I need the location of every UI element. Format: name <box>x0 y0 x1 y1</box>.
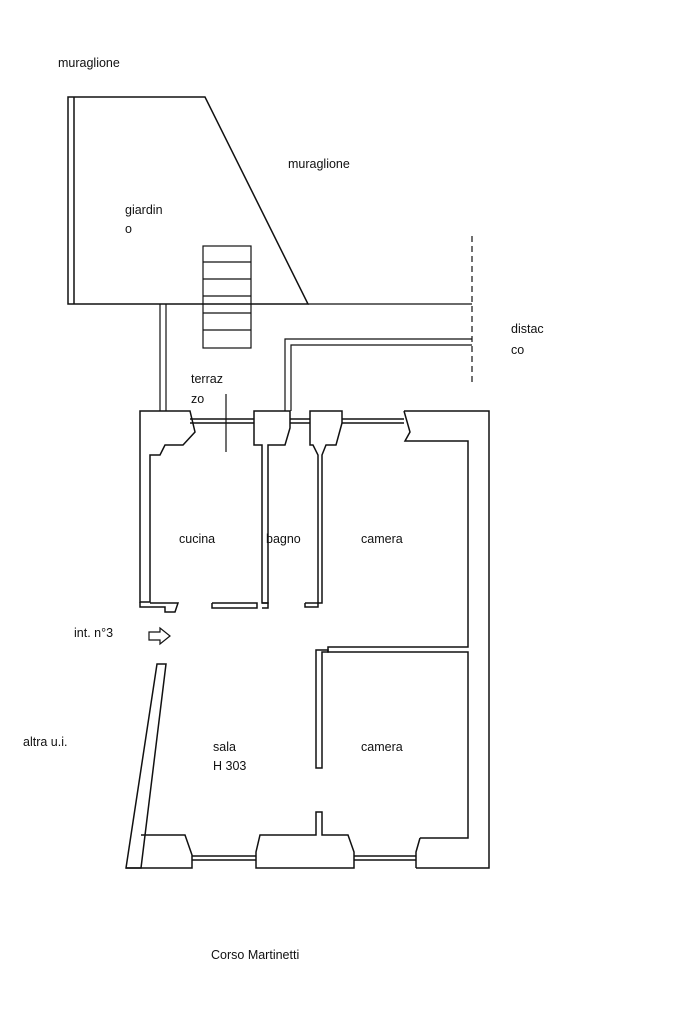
entrance-arrow-icon <box>148 626 171 646</box>
garden-area <box>67 96 310 305</box>
label-entrance: int. n°3 <box>74 626 113 640</box>
label-cucina: cucina <box>179 532 215 546</box>
label-camera-bottom: camera <box>361 740 403 754</box>
garden-stairs <box>202 245 252 349</box>
boundary-lines <box>284 236 473 411</box>
label-terrazzo-line2: zo <box>191 392 204 406</box>
label-sala-line2: H 303 <box>213 759 246 773</box>
label-camera-top: camera <box>361 532 403 546</box>
label-other-unit: altra u.i. <box>23 735 67 749</box>
label-giardino-line1: giardin <box>125 203 163 217</box>
label-distacco-line2: co <box>511 343 524 357</box>
label-street: Corso Martinetti <box>211 948 299 962</box>
label-muraglione-right: muraglione <box>288 157 350 171</box>
label-giardino-line2: o <box>125 222 132 236</box>
apartment-walls <box>125 410 490 869</box>
label-bagno: bagno <box>266 532 301 546</box>
label-terrazzo-line1: terraz <box>191 372 223 386</box>
label-sala-line1: sala <box>213 740 236 754</box>
label-distacco-line1: distac <box>511 322 544 336</box>
label-muraglione-top: muraglione <box>58 56 120 70</box>
